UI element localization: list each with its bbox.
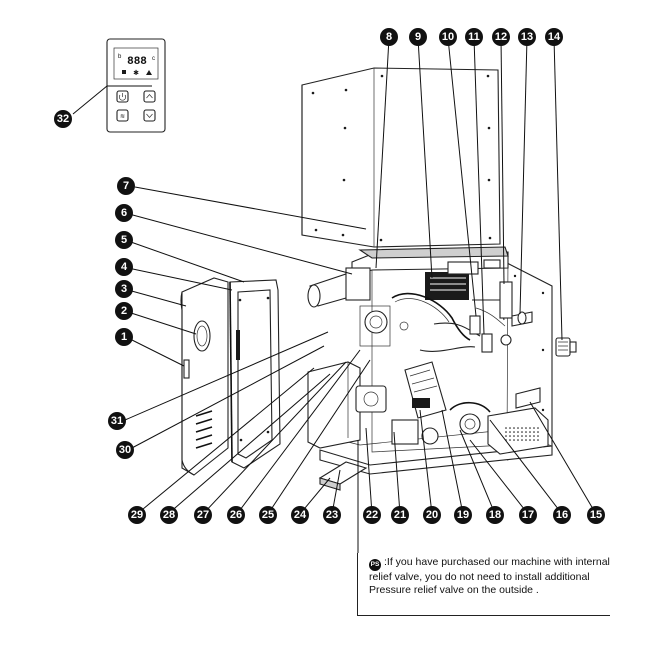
svg-text:7: 7 [123, 180, 129, 192]
svg-text:28: 28 [163, 509, 175, 521]
vent-grid [505, 427, 539, 441]
svg-text:32: 32 [57, 113, 69, 125]
callout-23: 23 [323, 506, 341, 524]
callout-27: 27 [194, 506, 212, 524]
light-icon: ✱ [133, 69, 139, 77]
svg-text:30: 30 [119, 444, 131, 456]
callout-4: 4 [115, 258, 133, 276]
callout-22: 22 [363, 506, 381, 524]
callout-29: 29 [128, 506, 146, 524]
note-text: :If you have purchased our machine with … [369, 556, 610, 596]
callout-10: 10 [439, 28, 457, 46]
svg-text:16: 16 [556, 509, 568, 521]
svg-text:23: 23 [326, 509, 338, 521]
up-button[interactable] [143, 90, 156, 103]
display-unit: c [152, 56, 155, 62]
svg-text:11: 11 [468, 31, 480, 43]
callout-28: 28 [160, 506, 178, 524]
svg-text:14: 14 [548, 31, 561, 43]
callout-13: 13 [518, 28, 536, 46]
svg-text:29: 29 [131, 509, 143, 521]
callout-5: 5 [115, 231, 133, 249]
callout-11: 11 [465, 28, 483, 46]
svg-text:21: 21 [394, 509, 406, 521]
callout-6: 6 [115, 204, 133, 222]
chassis [307, 246, 577, 491]
callout-19: 19 [454, 506, 472, 524]
note-box [357, 553, 610, 616]
callout-15: 15 [587, 506, 605, 524]
timer-button[interactable]: ≋ [116, 109, 129, 122]
svg-text:19: 19 [457, 509, 469, 521]
callout-17: 17 [519, 506, 537, 524]
control-panel: b 888 c ✱ ≋ [72, 38, 166, 133]
svg-text:≋: ≋ [120, 114, 125, 120]
svg-text:13: 13 [521, 31, 533, 43]
svg-text:18: 18 [489, 509, 501, 521]
svg-text:9: 9 [415, 31, 421, 43]
front-cover [180, 277, 229, 476]
svg-text:4: 4 [121, 261, 128, 273]
svg-text:2: 2 [121, 305, 127, 317]
steam-icon [122, 70, 126, 74]
callout-21: 21 [391, 506, 409, 524]
callout-31: 31 [108, 412, 126, 430]
callout-20: 20 [423, 506, 441, 524]
callout-32: 32 [54, 110, 72, 128]
callout-1: 1 [115, 328, 133, 346]
callout-7: 7 [117, 177, 135, 195]
svg-text:1: 1 [121, 331, 127, 343]
callout-24: 24 [291, 506, 309, 524]
callout-12: 12 [492, 28, 510, 46]
svg-text:12: 12 [495, 31, 507, 43]
relief-valve [555, 337, 577, 357]
callout-badges: 32 7 6 5 4 3 2 1 31 30 8 9 10 11 12 13 1… [54, 28, 605, 524]
callout-8: 8 [380, 28, 398, 46]
callout-2: 2 [115, 302, 133, 320]
callout-9: 9 [409, 28, 427, 46]
callout-14: 14 [545, 28, 563, 46]
callout-30: 30 [116, 441, 134, 459]
ps-badge: PS [369, 559, 381, 571]
svg-text:5: 5 [121, 234, 127, 246]
svg-text:31: 31 [111, 415, 123, 427]
svg-text:26: 26 [230, 509, 242, 521]
gasket-frame [229, 279, 281, 469]
svg-text:25: 25 [262, 509, 274, 521]
svg-text:20: 20 [426, 509, 438, 521]
svg-text:3: 3 [121, 283, 127, 295]
svg-text:27: 27 [197, 509, 209, 521]
warning-icon [146, 70, 152, 75]
svg-text:10: 10 [442, 31, 454, 43]
svg-text:6: 6 [121, 207, 127, 219]
callout-3: 3 [115, 280, 133, 298]
callout-25: 25 [259, 506, 277, 524]
svg-text:24: 24 [294, 509, 307, 521]
display-digits: 888 [127, 56, 147, 68]
svg-text:15: 15 [590, 509, 602, 521]
svg-text:22: 22 [366, 509, 378, 521]
callout-26: 26 [227, 506, 245, 524]
callout-18: 18 [486, 506, 504, 524]
callout-16: 16 [553, 506, 571, 524]
relief-valve-note: PS:If you have purchased our machine wit… [369, 556, 619, 596]
display-superscript: b [118, 54, 122, 60]
down-button[interactable] [143, 109, 156, 122]
power-button[interactable] [116, 90, 129, 103]
svg-text:17: 17 [522, 509, 534, 521]
svg-text:8: 8 [386, 31, 392, 43]
top-cover [301, 67, 501, 248]
